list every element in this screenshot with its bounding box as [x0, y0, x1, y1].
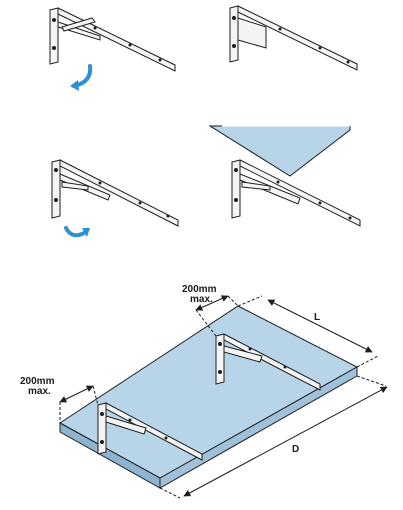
- step4-shelf: [208, 125, 351, 177]
- dimension-lines: [59, 295, 388, 499]
- main-shelf: [59, 305, 359, 489]
- top-offset-value: 200mm: [182, 284, 217, 295]
- length-label: L: [314, 312, 320, 323]
- step3-bracket: [51, 159, 179, 227]
- main-bracket-back: [215, 333, 321, 391]
- fold-down-arrow-icon: [70, 64, 93, 91]
- top-offset-max: max.: [190, 294, 213, 305]
- main-bracket-front: [97, 402, 203, 461]
- step2-bracket: [229, 5, 358, 71]
- fold-up-arrow-icon: [64, 226, 90, 238]
- step4-bracket: [231, 159, 361, 227]
- left-offset-value: 200mm: [20, 376, 55, 387]
- step1-bracket: [49, 7, 176, 72]
- depth-label: D: [292, 444, 299, 455]
- left-offset-max: max.: [28, 386, 51, 397]
